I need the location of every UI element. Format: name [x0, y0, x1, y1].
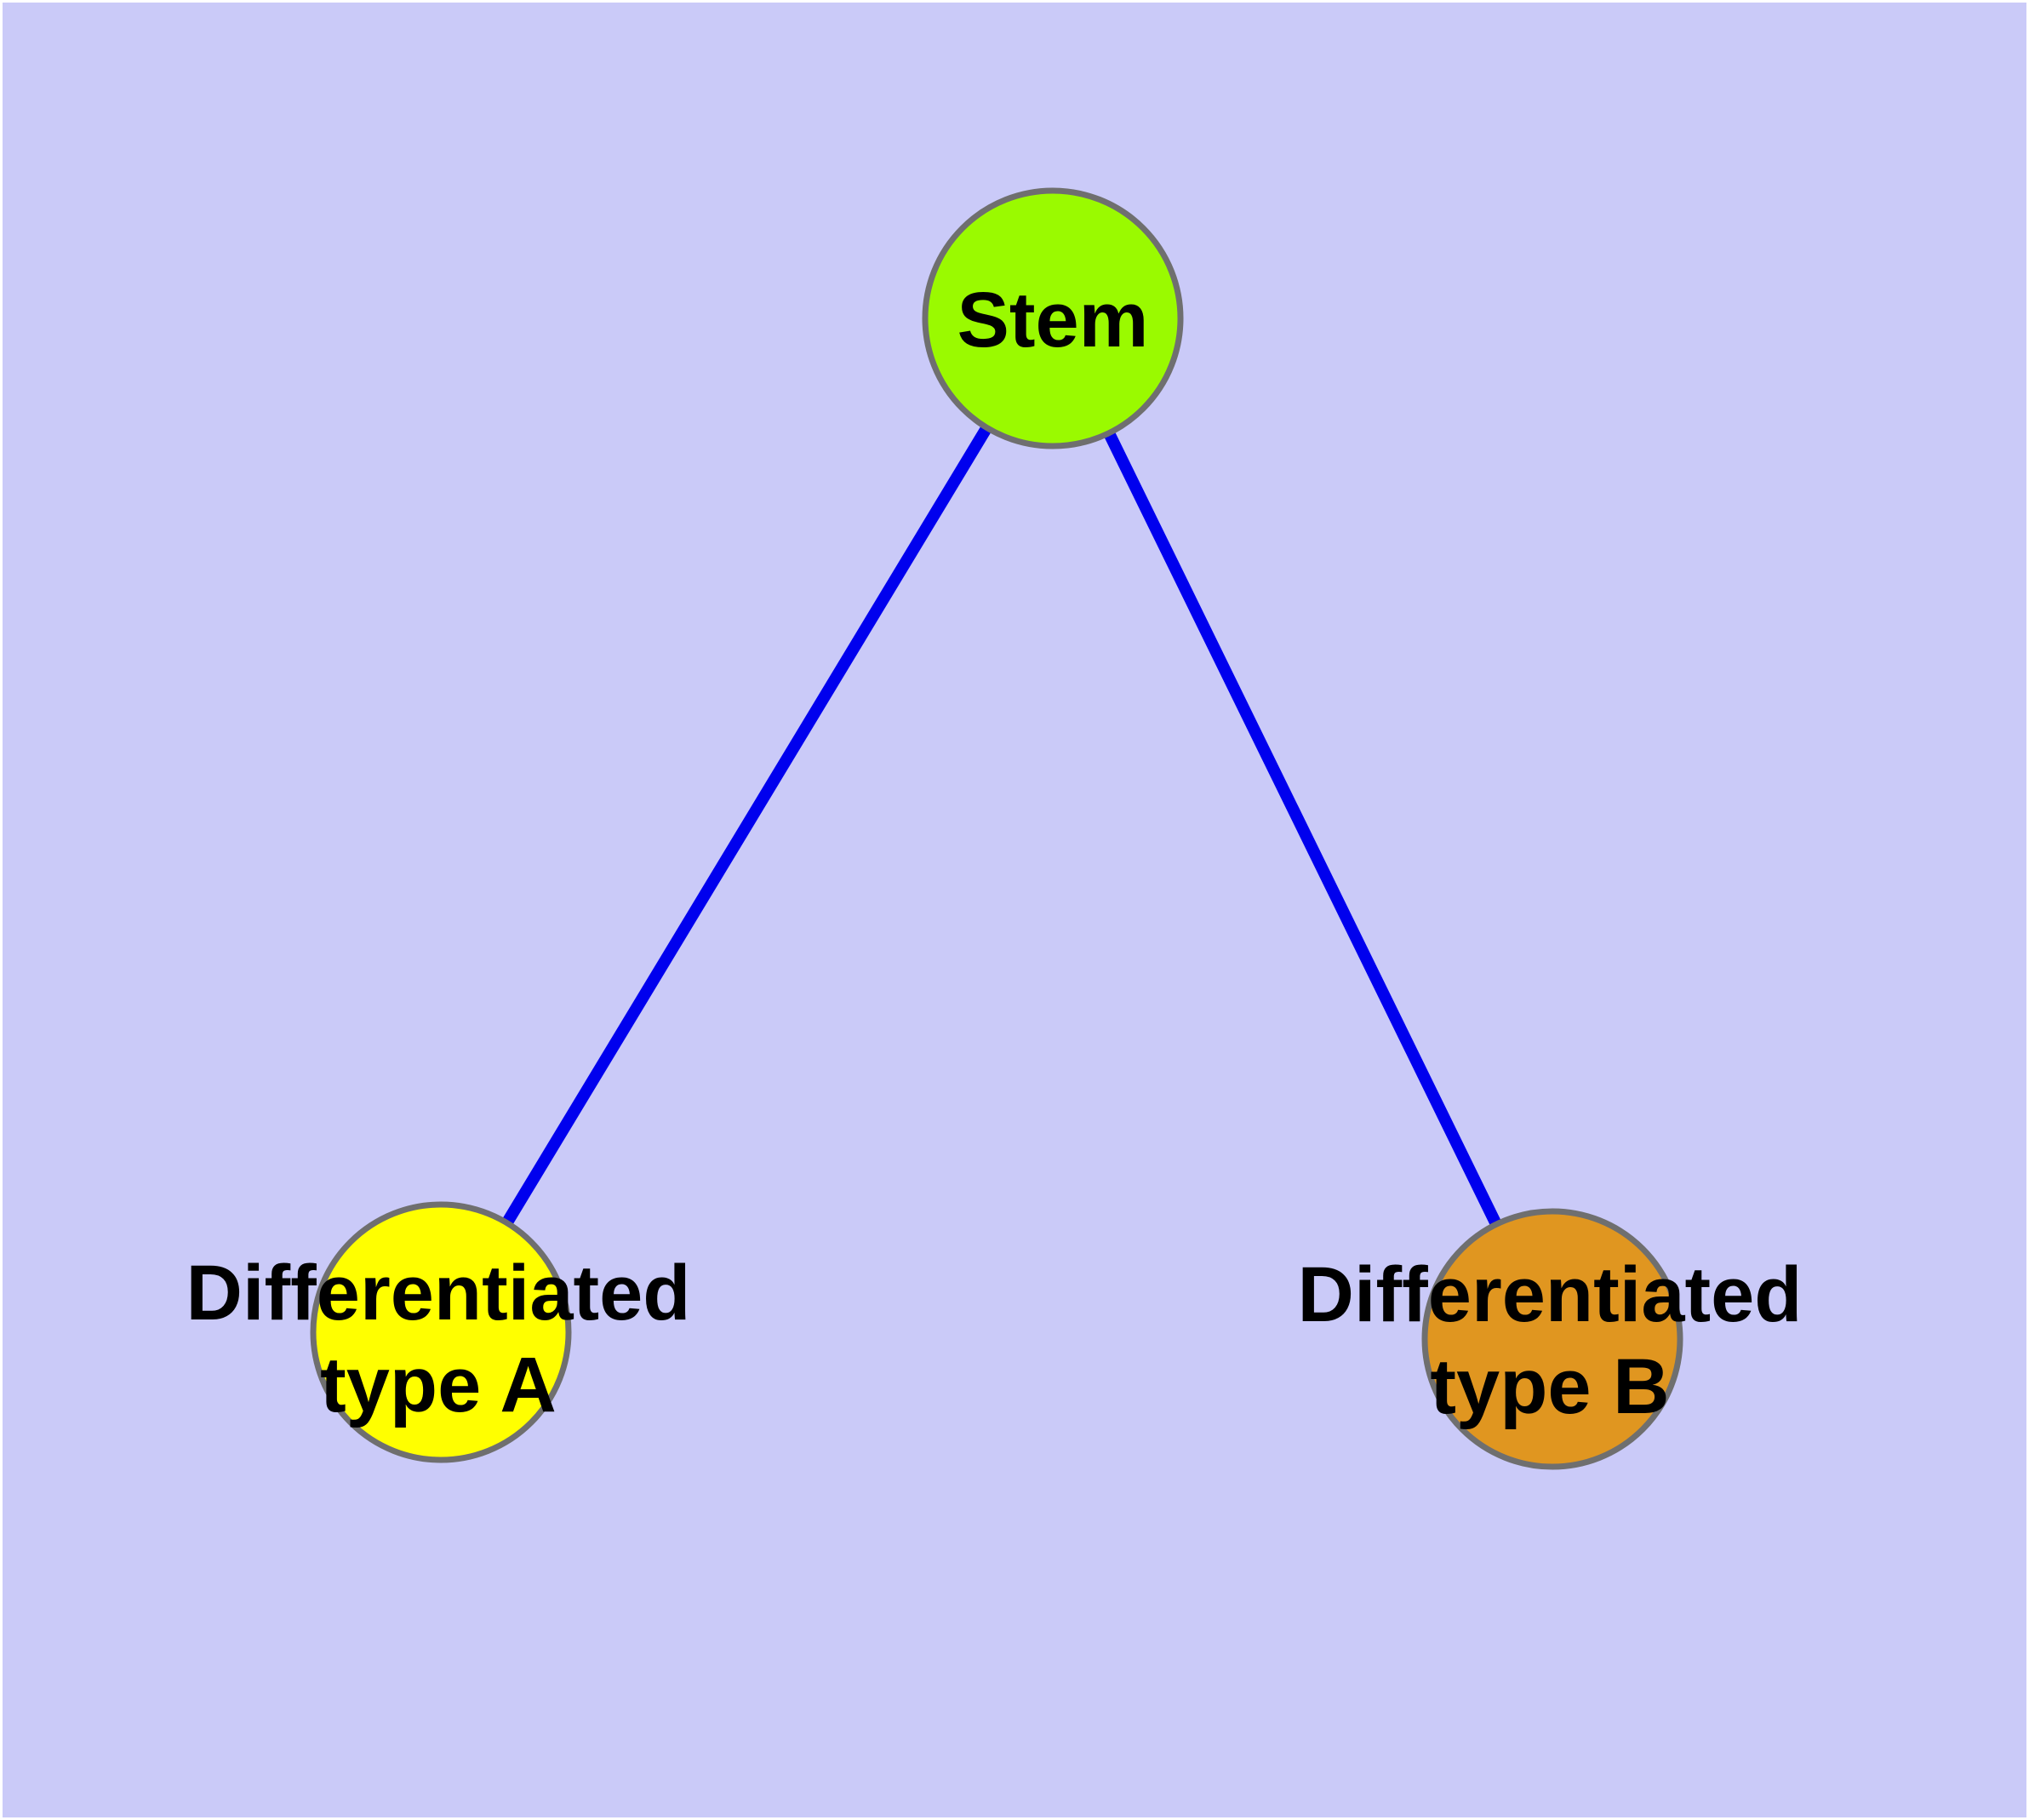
edge-stem-to-type-a [436, 315, 1058, 1336]
node-type-b-label-line1: Differentiated [1298, 1251, 1803, 1338]
node-stem-label: Stem [957, 277, 1149, 363]
node-type-b [1421, 1208, 1683, 1470]
node-type-a-label-line1: Differentiated [186, 1250, 691, 1336]
node-type-a [310, 1201, 572, 1463]
node-type-b-label-line2: type B [1430, 1343, 1669, 1430]
node-stem [922, 187, 1184, 449]
node-type-a-label-line2: type A [320, 1342, 557, 1428]
edge-stem-to-type-b [1047, 315, 1558, 1342]
